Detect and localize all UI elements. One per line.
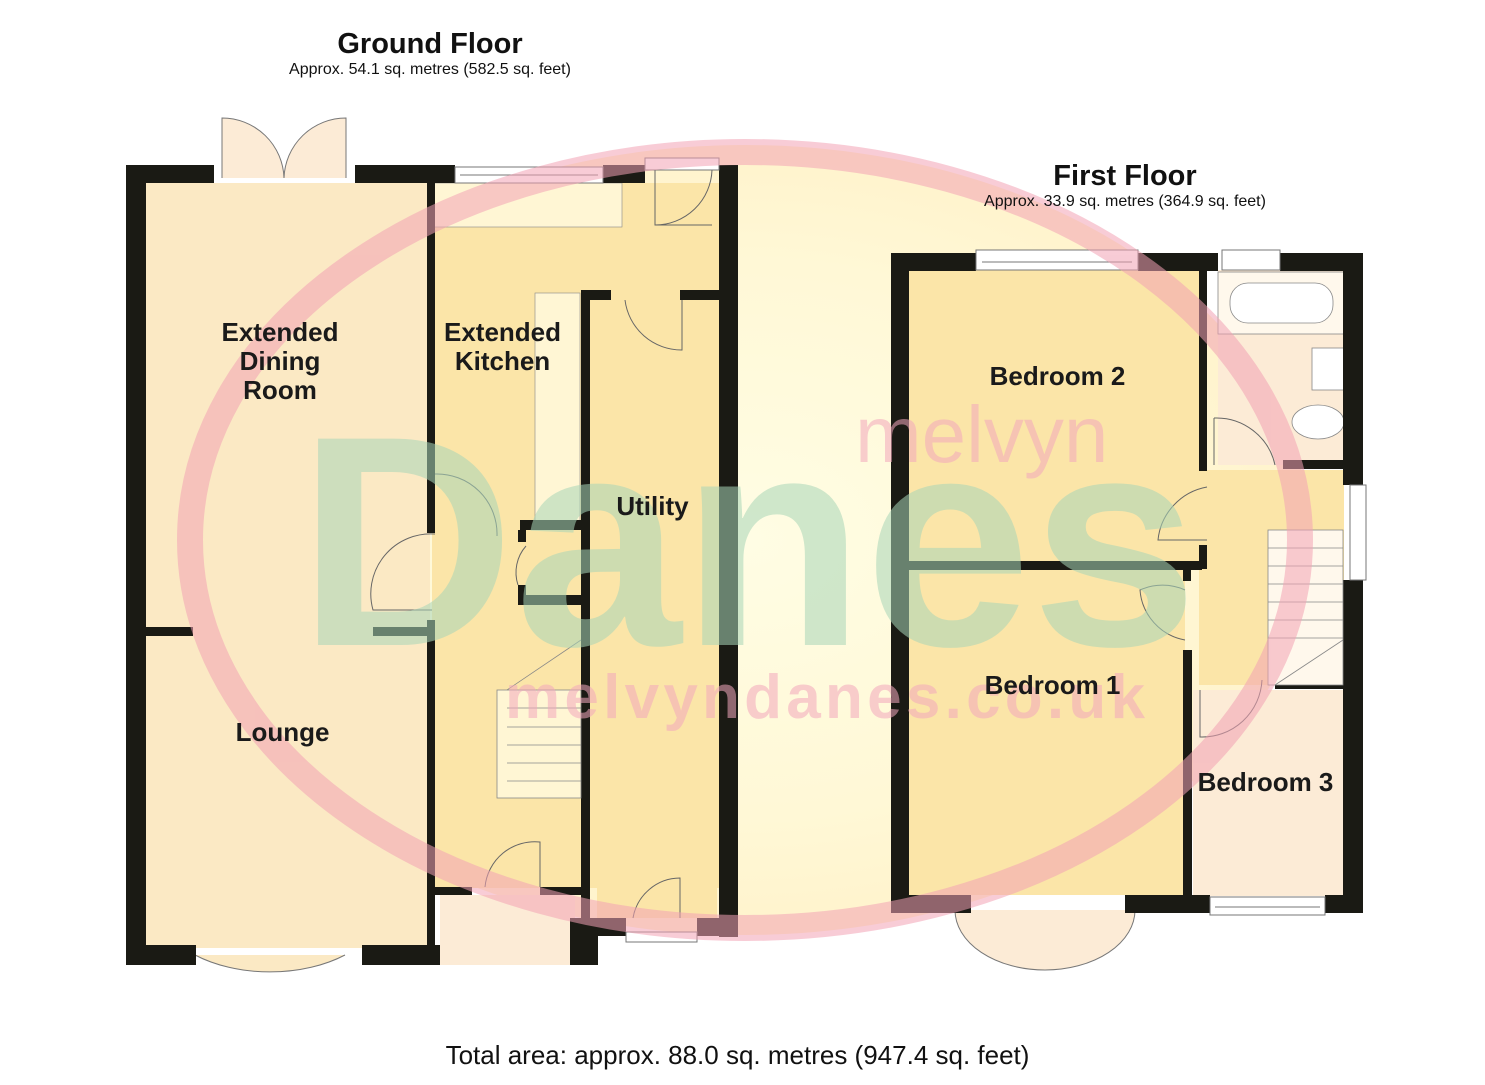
french-doors (221, 117, 347, 179)
door-swings (370, 169, 713, 919)
ground-floor-plan (126, 117, 738, 973)
svg-text:Danes: Danes (298, 373, 1198, 709)
bedroom2-fill (909, 270, 1199, 562)
first-floor-plan (891, 249, 1367, 971)
ground-floor-stairs (496, 639, 582, 799)
room-label-bedroom-2: Bedroom 2 (989, 361, 1126, 391)
room-label-lounge: Lounge (235, 717, 330, 747)
lounge-fill (145, 633, 430, 948)
bedroom1-bay-window (954, 909, 1136, 971)
utility-fill (597, 298, 717, 918)
lounge-bay-window (194, 954, 346, 973)
room-label-utility: Utility (616, 491, 689, 521)
bathtub-icon (1229, 282, 1334, 324)
watermark-overlay: Danes melvyn melvyndanes.co.uk (177, 139, 1313, 941)
toilet-icon (1291, 404, 1345, 440)
first-floor-area: Approx. 33.9 sq. metres (364.9 sq. feet) (984, 193, 1266, 210)
bathroom-fixtures (1217, 271, 1345, 440)
room-label-bedroom-1: Bedroom 1 (984, 670, 1121, 700)
ground-floor-heading: Ground Floor Approx. 54.1 sq. metres (58… (225, 28, 635, 80)
first-floor-heading: First Floor Approx. 33.9 sq. metres (364… (920, 160, 1330, 212)
bedroom1-fill (909, 570, 1185, 895)
total-area-caption: Total area: approx. 88.0 sq. metres (947… (445, 1040, 1030, 1070)
room-label-extended-kitchen: Extended Kitchen (443, 317, 562, 376)
kitchen-counter (534, 292, 581, 524)
svg-text:melvyn: melvyn (855, 390, 1108, 479)
room-label-bedroom-3: Bedroom 3 (1197, 767, 1334, 797)
ground-floor-area: Approx. 54.1 sq. metres (582.5 sq. feet) (289, 61, 571, 78)
first-floor-title: First Floor (1053, 160, 1197, 192)
sink-icon (1311, 347, 1345, 391)
ground-floor-title: Ground Floor (337, 28, 523, 60)
room-label-extended-dining-room: Extended Dining Room (221, 317, 339, 405)
svg-text:melvyndanes.co.uk: melvyndanes.co.uk (505, 663, 1146, 732)
